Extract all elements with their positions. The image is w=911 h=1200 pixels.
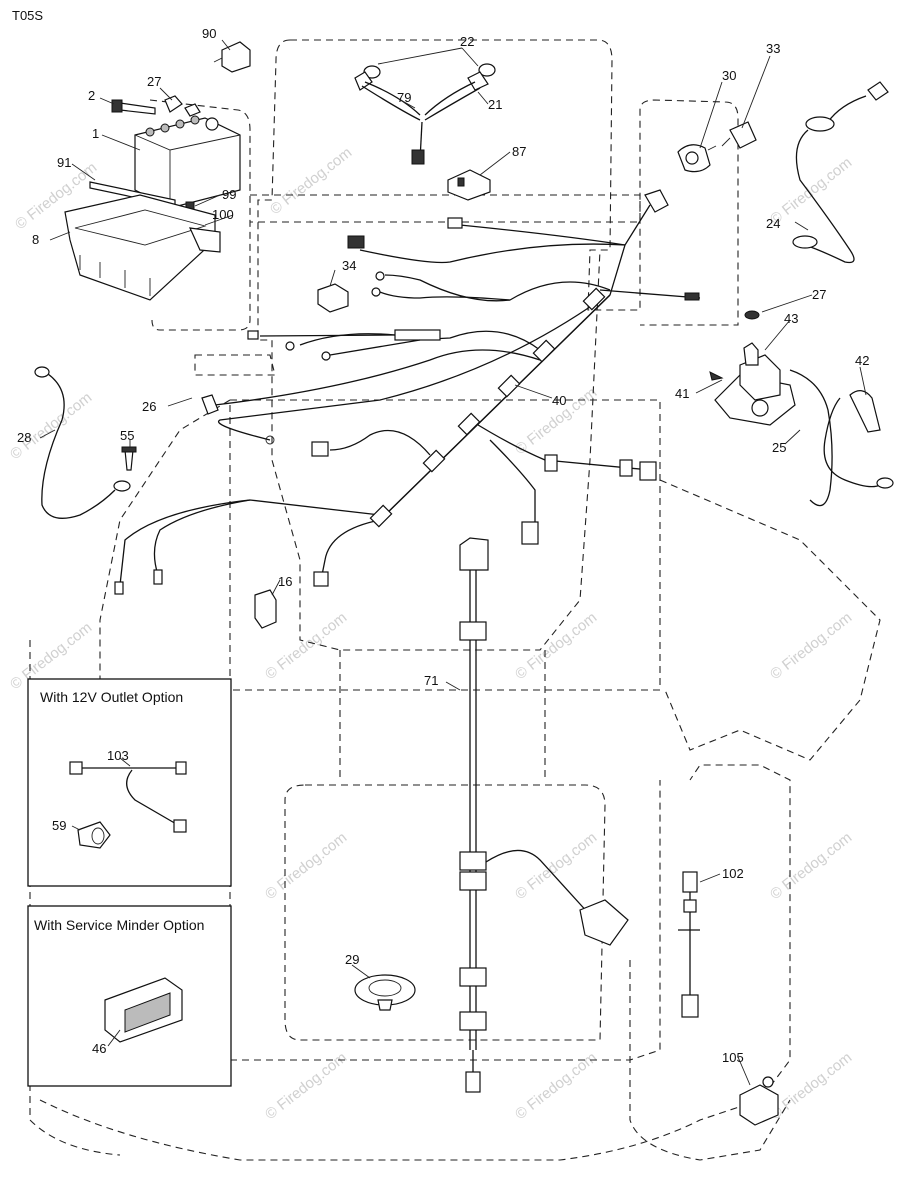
callout-8: 8 bbox=[32, 232, 39, 247]
watermark: © Firedog.com bbox=[767, 1049, 855, 1123]
switch-part-34 bbox=[317, 283, 349, 313]
callout-27: 27 bbox=[147, 74, 161, 89]
watermark: © Firedog.com bbox=[7, 389, 95, 463]
service-option-title: With Service Minder Option bbox=[34, 917, 204, 933]
watermark: © Firedog.com bbox=[512, 609, 600, 683]
callout-labels: 90 22 33 27 2 30 79 21 1 87 91 99 100 8 … bbox=[17, 26, 869, 1065]
watermark: © Firedog.com bbox=[767, 829, 855, 903]
callout-30: 30 bbox=[722, 68, 736, 83]
battery-assembly bbox=[64, 41, 251, 301]
callout-33: 33 bbox=[766, 41, 780, 56]
switch-part-16 bbox=[254, 589, 277, 629]
callout-55: 55 bbox=[120, 428, 134, 443]
callout-87: 87 bbox=[512, 144, 526, 159]
callout-103: 103 bbox=[107, 748, 129, 763]
rear-harness-part-71 bbox=[459, 537, 629, 1093]
callout-25: 25 bbox=[772, 440, 786, 455]
callout-26: 26 bbox=[142, 399, 156, 414]
callout-90: 90 bbox=[202, 26, 216, 41]
callout-59: 59 bbox=[52, 818, 66, 833]
part-105 bbox=[739, 1076, 779, 1126]
callout-42: 42 bbox=[855, 353, 869, 368]
callout-41: 41 bbox=[675, 386, 689, 401]
diagram-code: T05S bbox=[12, 8, 43, 23]
callout-27b: 27 bbox=[812, 287, 826, 302]
callout-2: 2 bbox=[88, 88, 95, 103]
service-option-box: With Service Minder Option bbox=[27, 905, 232, 1087]
connector-part-90 bbox=[221, 41, 251, 73]
callout-102: 102 bbox=[722, 866, 744, 881]
callout-21: 21 bbox=[488, 97, 502, 112]
battery-tray-part-8 bbox=[64, 194, 216, 301]
callout-22: 22 bbox=[460, 34, 474, 49]
leader-lines bbox=[39, 39, 867, 1086]
callout-99: 99 bbox=[222, 187, 236, 202]
callout-29: 29 bbox=[345, 952, 359, 967]
callout-24: 24 bbox=[766, 216, 780, 231]
callout-71: 71 bbox=[424, 673, 438, 688]
cable-part-25 bbox=[789, 369, 894, 507]
watermark: © Firedog.com bbox=[767, 609, 855, 683]
cable-part-28 bbox=[34, 366, 131, 519]
watermark: © Firedog.com bbox=[512, 829, 600, 903]
outlet-option-title: With 12V Outlet Option bbox=[40, 689, 183, 705]
callout-28: 28 bbox=[17, 430, 31, 445]
callout-34: 34 bbox=[342, 258, 356, 273]
callout-91: 91 bbox=[57, 155, 71, 170]
callout-105: 105 bbox=[722, 1050, 744, 1065]
solenoid-part-43 bbox=[709, 310, 796, 426]
ignition-switch bbox=[677, 121, 757, 173]
chassis-outline bbox=[29, 39, 881, 1161]
callout-43: 43 bbox=[784, 311, 798, 326]
callout-1: 1 bbox=[92, 126, 99, 141]
watermark: © Firedog.com bbox=[262, 829, 350, 903]
horn-part-29 bbox=[354, 974, 416, 1011]
outlet-option-box: With 12V Outlet Option bbox=[27, 678, 232, 887]
watermark: © Firedog.com bbox=[267, 144, 355, 218]
bolt-part-55 bbox=[124, 449, 134, 471]
main-harness-part-40 bbox=[114, 189, 701, 595]
callout-40: 40 bbox=[552, 393, 566, 408]
callout-16: 16 bbox=[278, 574, 292, 589]
callout-100: 100 bbox=[212, 207, 234, 222]
cable-part-24 bbox=[792, 81, 889, 264]
callout-46: 46 bbox=[92, 1041, 106, 1056]
part-102 bbox=[678, 871, 700, 1018]
callout-79: 79 bbox=[397, 90, 411, 105]
headlight-assembly bbox=[354, 63, 496, 165]
